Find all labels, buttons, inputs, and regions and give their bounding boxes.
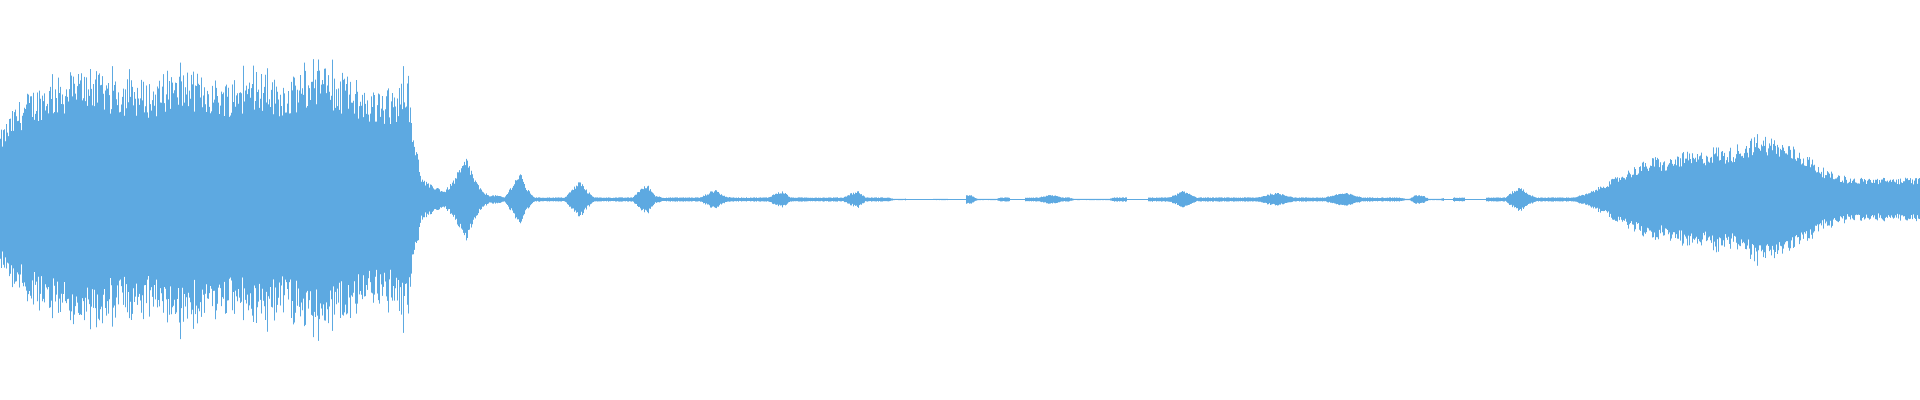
waveform-samples bbox=[0, 59, 1920, 341]
